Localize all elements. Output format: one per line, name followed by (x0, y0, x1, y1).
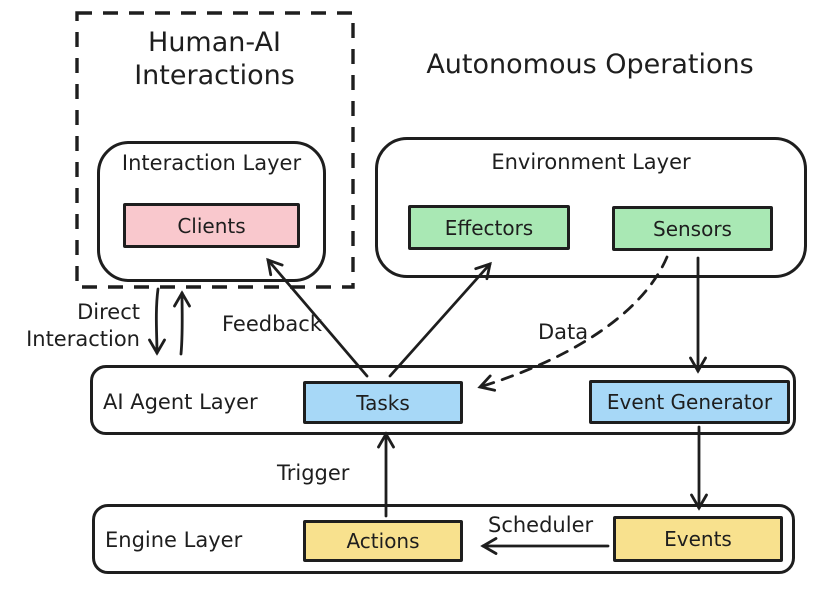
direct-interaction-edge-label: Direct Interaction (0, 299, 140, 353)
arrow-agent-to-clients-up (173, 290, 191, 356)
sensors-node: Sensors (612, 206, 773, 251)
arrow-tasks-to-effectors (388, 261, 492, 378)
human-ai-title-line1: Human-AI (148, 27, 281, 58)
effectors-label: Effectors (444, 215, 534, 240)
direct-interaction-label-line2: Interaction (26, 327, 140, 351)
data-edge-label: Data (538, 320, 589, 344)
clients-label: Clients (177, 213, 246, 238)
event-generator-node: Event Generator (589, 380, 790, 424)
effectors-node: Effectors (408, 205, 570, 250)
actions-node: Actions (303, 520, 463, 562)
scheduler-edge-label: Scheduler (488, 513, 594, 537)
event-generator-label: Event Generator (606, 390, 773, 414)
autonomous-operations-title: Autonomous Operations (426, 49, 754, 80)
events-node: Events (613, 516, 783, 562)
human-ai-title-line2: Interactions (134, 60, 295, 91)
sensors-label: Sensors (653, 216, 732, 241)
human-ai-interactions-title: Human-AI Interactions (75, 26, 354, 92)
clients-node: Clients (123, 203, 300, 248)
engine-layer-label: Engine Layer (105, 528, 243, 552)
events-label: Events (664, 527, 732, 551)
environment-layer-label: Environment Layer (491, 150, 691, 174)
interaction-layer-label: Interaction Layer (121, 151, 302, 175)
arrow-clients-to-agent-down (148, 287, 166, 356)
ai-agent-layer-label: AI Agent Layer (103, 390, 258, 414)
tasks-label: Tasks (356, 390, 410, 415)
feedback-edge-label: Feedback (222, 312, 323, 336)
tasks-node: Tasks (303, 381, 463, 424)
trigger-edge-label: Trigger (277, 461, 350, 485)
actions-label: Actions (346, 529, 420, 553)
direct-interaction-label-line1: Direct (77, 300, 140, 324)
